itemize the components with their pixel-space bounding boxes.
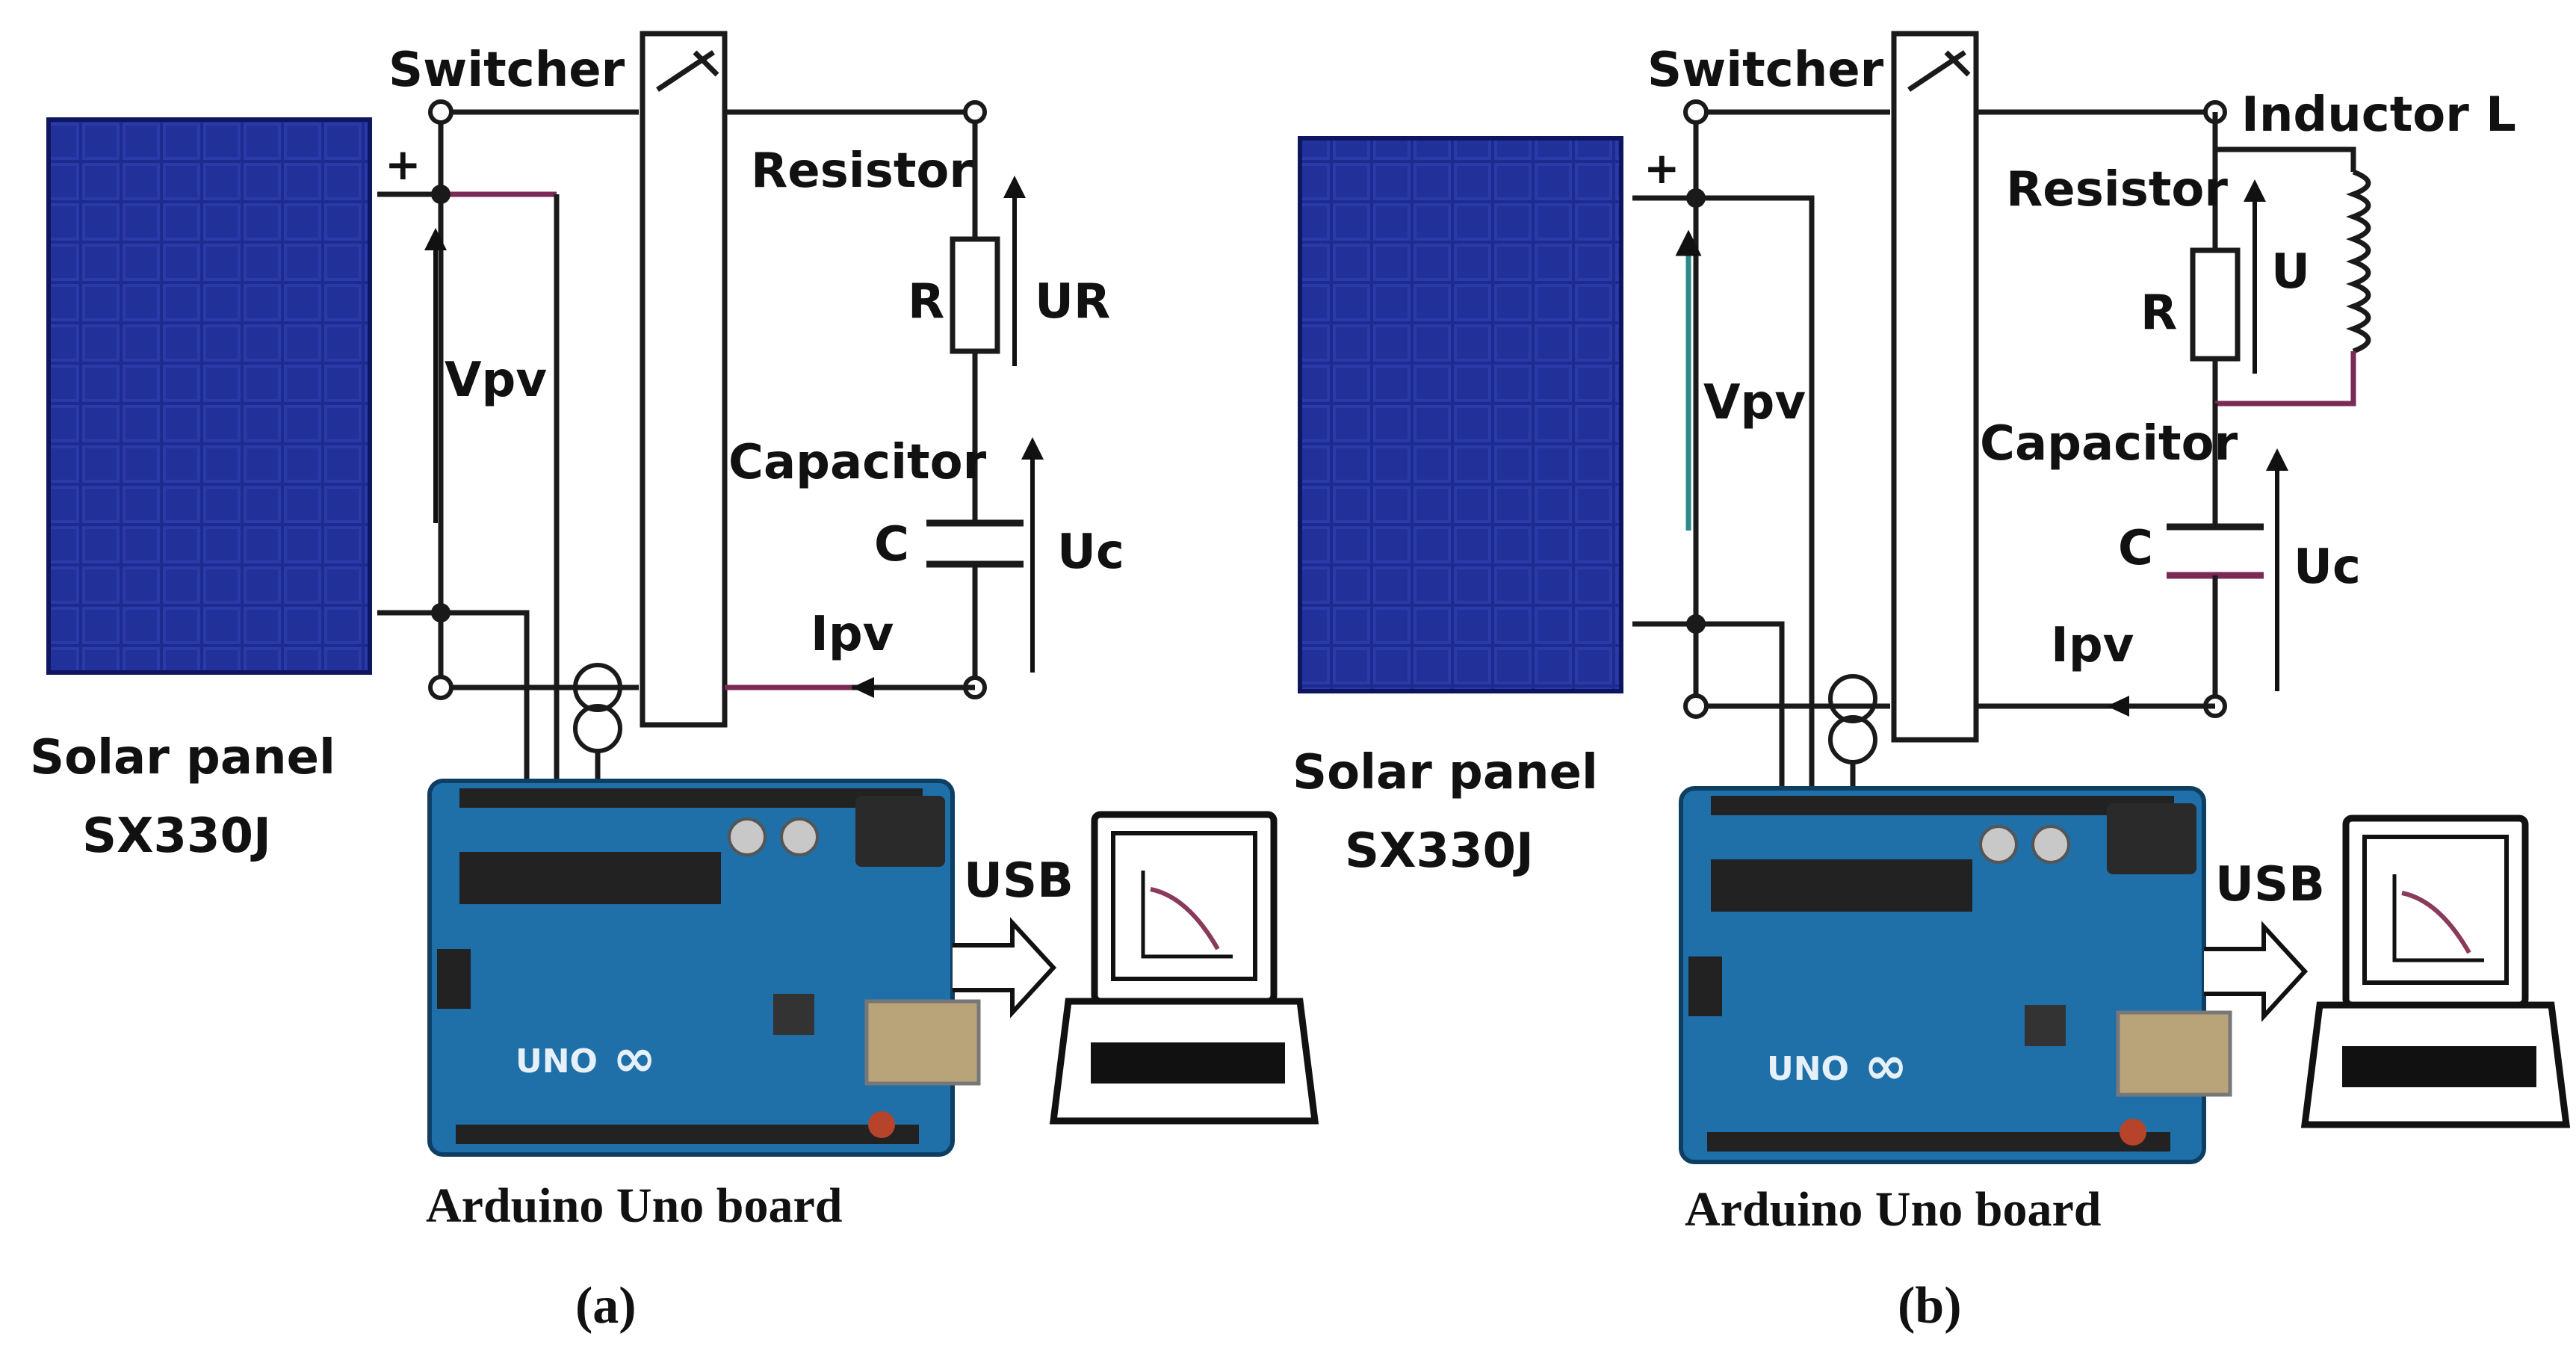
switcher-box-b — [1891, 31, 1979, 743]
plus-sign-a: + — [385, 139, 421, 190]
current-sensor-bottom-a — [573, 704, 622, 753]
board-uno-text-b: UNO — [1767, 1050, 1849, 1088]
arduino-board-a: UNO ∞ — [427, 779, 981, 1157]
capacitor-label-a: Capacitor — [728, 435, 987, 490]
terminal-top-b — [1683, 99, 1709, 125]
solar-panel-model-a: SX330J — [82, 809, 271, 864]
current-sensor-top-a — [573, 663, 622, 712]
vpv-label-b: Vpv — [1703, 375, 1806, 430]
solar-panel-b — [1298, 136, 1623, 693]
arduino-board-b: UNO ∞ — [1679, 786, 2232, 1164]
solar-panel-label-b: Solar panel — [1292, 745, 1598, 800]
capacitor-label-b: Capacitor — [1980, 416, 2238, 472]
terminal-tr-a — [963, 100, 987, 124]
r-label-b: R — [2140, 285, 2177, 341]
caption-b: (b) — [1898, 1277, 1962, 1335]
switch-symbol-b — [1907, 50, 1971, 92]
inductor-coil-b — [2346, 169, 2371, 354]
node-minus-b — [1686, 614, 1706, 634]
solar-panel-a — [46, 117, 372, 675]
uc-label-a: Uc — [1057, 525, 1124, 580]
current-sensor-top-b — [1828, 674, 1877, 723]
laptop-b — [2300, 815, 2571, 1128]
ipv-arrowhead-b — [2107, 696, 2129, 717]
node-minus-a — [431, 603, 451, 622]
resistor-label-a: Resistor — [751, 143, 973, 199]
wire-inductor-top-b — [2215, 146, 2356, 172]
ipv-label-a: Ipv — [811, 607, 894, 662]
solar-panel-model-b: SX330J — [1345, 823, 1534, 879]
usb-label-b: USB — [2215, 857, 2325, 912]
plus-sign-b: + — [1644, 143, 1680, 194]
node-plus-a — [431, 185, 451, 204]
board-uno-text-a: UNO — [515, 1042, 598, 1081]
current-sensor-bottom-b — [1828, 715, 1877, 764]
terminal-top-a — [428, 99, 453, 125]
laptop-a — [1049, 811, 1319, 1125]
usb-arrow-a — [953, 917, 1057, 1019]
ur-label-a: UR — [1035, 274, 1110, 330]
vpv-label-a: Vpv — [445, 353, 547, 408]
terminal-bottom-b — [1683, 693, 1709, 719]
switcher-box-a — [640, 31, 728, 728]
solar-panel-label-a: Solar panel — [30, 730, 335, 785]
switcher-label-a: Switcher — [388, 43, 625, 98]
resistor-a — [950, 236, 1000, 354]
switch-symbol-a — [656, 50, 719, 92]
board-logo-b: ∞ — [1864, 1035, 1907, 1096]
uc-label-b: Uc — [2294, 540, 2361, 595]
panel-a: Solar panel SX330J + Vpv Switcher — [30, 31, 1319, 1335]
panel-b: Solar panel SX330J + Vpv Switcher — [1292, 31, 2571, 1335]
ipv-label-b: Ipv — [2051, 618, 2134, 673]
terminal-bottom-a — [428, 675, 453, 700]
switcher-label-b: Switcher — [1647, 43, 1884, 98]
c-label-b: C — [2118, 521, 2153, 576]
wire-inductor-bottom-b — [2215, 351, 2356, 407]
c-label-a: C — [874, 517, 909, 572]
caption-a: (a) — [575, 1277, 637, 1335]
arduino-label-b: Arduino Uno board — [1685, 1182, 2102, 1237]
board-logo-a: ∞ — [613, 1027, 656, 1089]
ipv-arrowhead-a — [852, 677, 874, 698]
wire-panel-minus-a — [377, 610, 530, 792]
arduino-label-a: Arduino Uno board — [426, 1178, 843, 1233]
resistor-b — [2190, 247, 2241, 362]
u-label-b: U — [2271, 244, 2310, 300]
r-label-a: R — [908, 274, 944, 330]
wire-arduino-v-b — [1696, 195, 1815, 792]
node-plus-b — [1686, 188, 1706, 208]
inductor-label-b: Inductor L — [2241, 87, 2516, 143]
resistor-label-b: Resistor — [2006, 162, 2228, 217]
usb-arrow-b — [2204, 921, 2309, 1022]
usb-label-a: USB — [964, 853, 1074, 909]
